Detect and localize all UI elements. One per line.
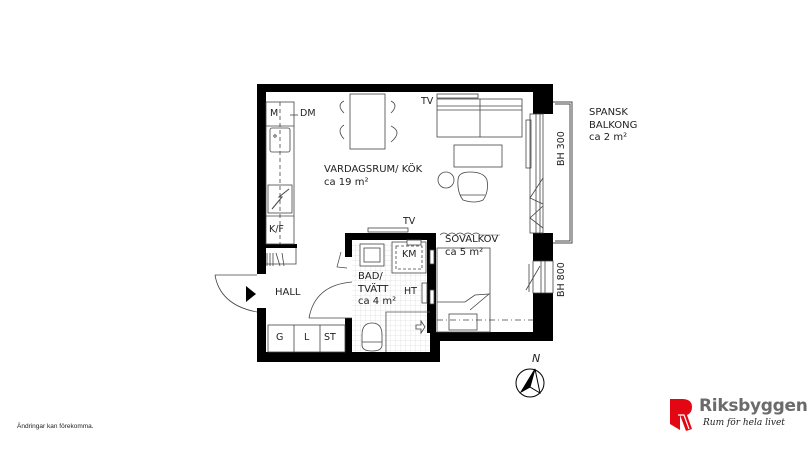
- brand-name: Riksbyggen: [699, 396, 808, 416]
- sofa: [436, 93, 523, 138]
- room-name: BALKONG: [589, 119, 638, 131]
- fixture-towel-heater: HT: [404, 286, 417, 297]
- fixture-tv-living: TV: [421, 96, 434, 107]
- window-label-upper: BH 300: [556, 131, 567, 166]
- wardrobes: [267, 324, 346, 353]
- room-area: ca 4 m²: [358, 296, 397, 307]
- bathroom-fixtures: [359, 239, 435, 352]
- room-label-balcony: SPANSK BALKONG ca 2 m²: [589, 107, 637, 145]
- window-label-lower: BH 800: [556, 262, 567, 297]
- kitchen-counter: [265, 101, 298, 245]
- room-name: SOVALKOV: [445, 234, 499, 245]
- bed: [436, 232, 533, 333]
- room-label-alcove: SOVALKOV ca 5 m²: [445, 234, 498, 259]
- window-lower: [525, 260, 554, 294]
- interior-walls: [266, 233, 436, 362]
- riksbyggen-logo-icon: [670, 399, 692, 431]
- brand-block: Riksbyggen Rum för hela livet: [670, 394, 808, 438]
- brand-slogan: Rum för hela livet: [703, 418, 785, 428]
- living-furniture: [437, 144, 503, 203]
- disclaimer-text: Ändringar kan förekomma.: [17, 423, 94, 430]
- room-area: ca 2 m²: [589, 132, 628, 143]
- wardrobe-l: L: [304, 332, 310, 343]
- hall-rack: [266, 248, 297, 267]
- room-label-living: VARDAGSRUM/ KÖK ca 19 m²: [324, 164, 422, 189]
- compass-icon: [515, 368, 545, 398]
- wardrobe-g: G: [276, 332, 284, 343]
- room-name: TVÄTT: [358, 283, 389, 295]
- entrance-door: [214, 274, 258, 313]
- entrance-arrow-icon: [246, 286, 256, 302]
- fixture-fridge-freezer: K/F: [269, 224, 284, 235]
- fixture-dishwasher: DM: [300, 108, 316, 119]
- room-label-hall: HALL: [275, 287, 301, 298]
- window-upper: [525, 113, 544, 234]
- room-name: VARDAGSRUM/ KÖK: [324, 164, 423, 175]
- room-area: ca 19 m²: [324, 176, 369, 188]
- compass-north-label: N: [532, 352, 541, 365]
- fixture-washing-machine: KM: [402, 249, 417, 260]
- bath-door: [308, 251, 353, 319]
- fixture-microwave: M: [270, 108, 279, 119]
- tv-living-wall: [367, 227, 409, 233]
- balcony-outline: [553, 101, 573, 244]
- room-area: ca 5 m²: [445, 246, 484, 258]
- dining-table: [339, 93, 398, 150]
- fixture-tv-alcove: TV: [403, 216, 416, 227]
- room-name: SPANSK: [589, 107, 628, 118]
- wardrobe-st: ST: [324, 332, 336, 343]
- room-name: BAD/: [358, 271, 383, 282]
- room-label-bath: BAD/ TVÄTT ca 4 m²: [358, 271, 396, 309]
